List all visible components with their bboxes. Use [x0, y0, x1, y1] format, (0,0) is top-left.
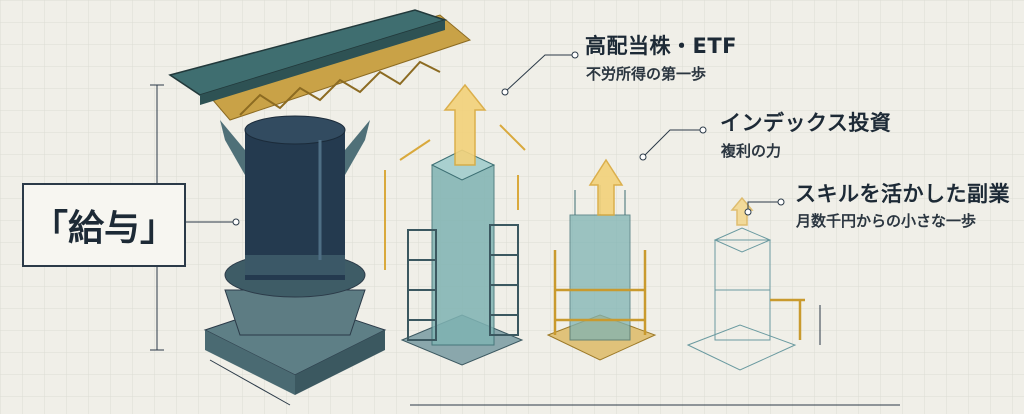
callout-subtitle-dividend: 不労所得の第一歩 [586, 65, 707, 83]
salary-label-box: 「給与」 [22, 183, 186, 267]
dividend-pillar [400, 149, 524, 366]
side-job-pillar [686, 227, 805, 371]
callout-title-index: インデックス投資 [720, 111, 892, 135]
salary-label: 「給与」 [31, 208, 176, 249]
salary-connector [182, 218, 240, 226]
callout-title-side-job: スキルを活かした副業 [795, 182, 1010, 206]
callout-title-dividend: 高配当株・ETF [585, 34, 738, 58]
main-pillar [203, 115, 387, 395]
roof [168, 9, 472, 121]
callout-subtitle-index: 複利の力 [721, 142, 782, 160]
index-pillar [546, 185, 657, 361]
growth-arrows [384, 83, 754, 270]
callout-subtitle-side-job: 月数千円からの小さな一歩 [796, 212, 977, 230]
callout-connectors [501, 51, 785, 216]
